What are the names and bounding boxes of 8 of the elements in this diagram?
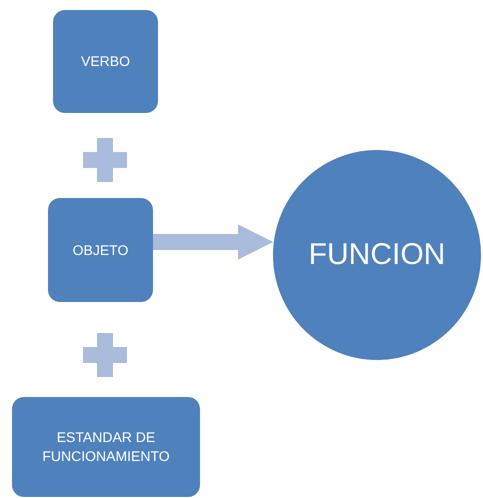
block-arrow — [153, 224, 274, 260]
process-box — [53, 10, 158, 113]
node-label: VERBO — [80, 52, 131, 71]
process-box — [12, 397, 200, 497]
process-box — [48, 198, 153, 302]
node-label: ESTANDAR DE FUNCIONAMIENTO — [41, 428, 171, 466]
node-label: OBJETO — [72, 240, 130, 260]
node-label: FUNCION — [308, 236, 446, 273]
